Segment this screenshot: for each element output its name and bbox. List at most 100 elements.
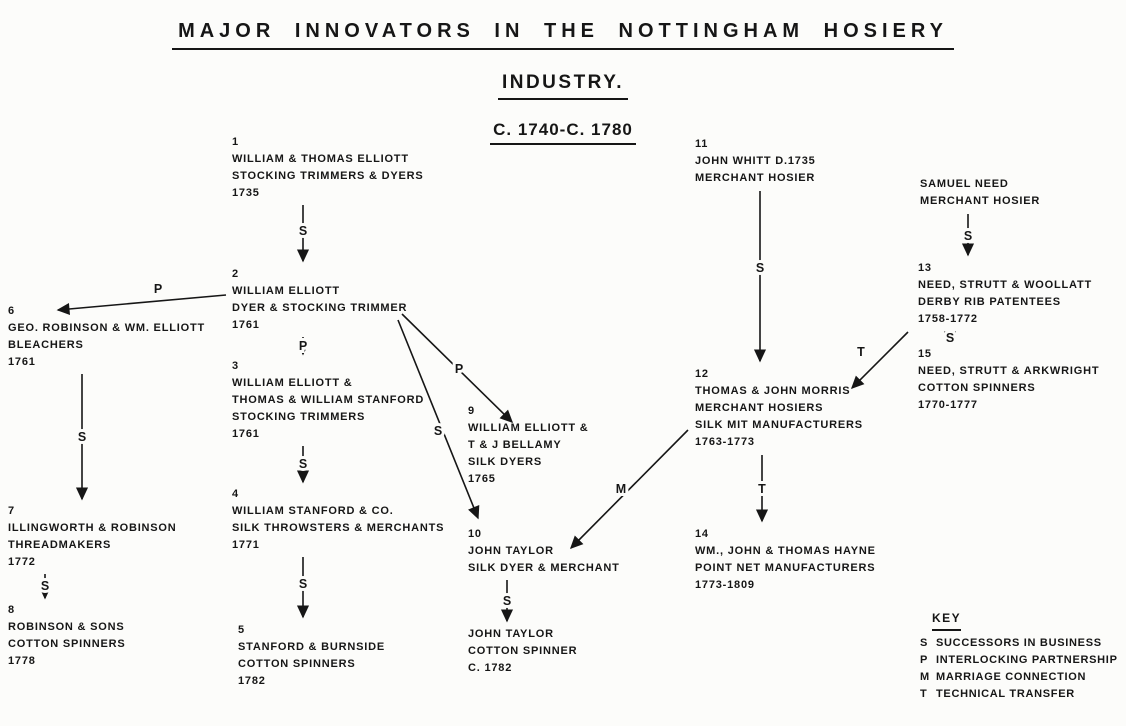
- node-line: ILLINGWORTH & ROBINSON: [8, 522, 177, 534]
- node-line: 1771: [232, 539, 260, 551]
- edge-2-10-label: S: [434, 424, 442, 438]
- node-line: DERBY RIB PATENTEES: [918, 296, 1061, 308]
- node-11: 11 JOHN WHITT D.1735 MERCHANT HOSIER: [695, 136, 816, 187]
- node-line: MERCHANT HOSIER: [695, 172, 816, 184]
- node-line: 1761: [8, 356, 36, 368]
- key-text: TECHNICAL TRANSFER: [936, 688, 1075, 700]
- node-2: 2 WILLIAM ELLIOTT DYER & STOCKING TRIMME…: [232, 266, 407, 334]
- node-number: 4: [232, 488, 239, 500]
- edge-11-12-label: S: [756, 261, 764, 275]
- node-line: DYER & STOCKING TRIMMER: [232, 302, 408, 314]
- edge-2-9-label: P: [455, 362, 463, 376]
- page-subtitle: INDUSTRY.: [0, 72, 1126, 100]
- page-date-range-text: C. 1740-C. 1780: [490, 120, 636, 145]
- node-3: 3 WILLIAM ELLIOTT & THOMAS & WILLIAM STA…: [232, 358, 424, 443]
- node-number: 6: [8, 305, 15, 317]
- edge-2-6-label: P: [154, 282, 162, 296]
- node-line: SAMUEL NEED: [920, 178, 1009, 190]
- key-text: INTERLOCKING PARTNERSHIP: [936, 654, 1118, 666]
- node-line: NEED, STRUTT & WOOLLATT: [918, 279, 1093, 291]
- key-heading-text: KEY: [932, 610, 962, 631]
- node-line: WILLIAM & THOMAS ELLIOTT: [232, 153, 409, 165]
- node-line: MERCHANT HOSIER: [920, 195, 1041, 207]
- key-entry-technical: T TECHNICAL TRANSFER: [920, 686, 1118, 703]
- node-15: 15 NEED, STRUTT & ARKWRIGHT COTTON SPINN…: [918, 346, 1099, 414]
- node-line: SILK THROWSTERS & MERCHANTS: [232, 522, 445, 534]
- edge-2-10: [397, 319, 480, 520]
- node-line: C. 1782: [468, 662, 513, 674]
- node-line: COTTON SPINNERS: [8, 638, 126, 650]
- node-line: SILK MIT MANUFACTURERS: [695, 419, 863, 431]
- node-number: 8: [8, 604, 15, 616]
- node-line: POINT NET MANUFACTURERS: [695, 562, 876, 574]
- node-9: 9 WILLIAM ELLIOTT & T & J BELLAMY SILK D…: [468, 403, 589, 488]
- key-symbol: S: [920, 637, 929, 649]
- page-date-range: C. 1740-C. 1780: [0, 120, 1126, 145]
- node-line: WILLIAM ELLIOTT &: [232, 377, 353, 389]
- node-line: JOHN TAYLOR: [468, 628, 554, 640]
- page-title-text: MAJOR INNOVATORS IN THE NOTTINGHAM HOSIE…: [172, 20, 954, 50]
- node-line: T & J BELLAMY: [468, 439, 562, 451]
- key-symbol: P: [920, 654, 929, 666]
- key-symbol: M: [920, 671, 930, 683]
- node-line: WILLIAM ELLIOTT: [232, 285, 340, 297]
- node-10-successor: JOHN TAYLOR COTTON SPINNER C. 1782: [468, 626, 577, 677]
- edge-10-10b-label: S: [503, 594, 511, 608]
- node-line: SILK DYER & MERCHANT: [468, 562, 620, 574]
- node-number: 3: [232, 360, 239, 372]
- node-line: BLEACHERS: [8, 339, 84, 351]
- edge-12-14-label: T: [758, 482, 766, 496]
- node-line: 1770-1777: [918, 399, 978, 411]
- page-subtitle-text: INDUSTRY.: [497, 72, 629, 100]
- edge-3-4-label: S: [299, 457, 307, 471]
- edge-1-2-label: S: [299, 224, 307, 238]
- node-line: 1773-1809: [695, 579, 755, 591]
- node-number: 1: [232, 136, 239, 148]
- key-entry-partnership: P INTERLOCKING PARTNERSHIP: [920, 652, 1118, 669]
- node-number: 10: [468, 528, 482, 540]
- node-line: COTTON SPINNERS: [238, 658, 356, 670]
- node-13: 13 NEED, STRUTT & WOOLLATT DERBY RIB PAT…: [918, 260, 1092, 328]
- node-6: 6 GEO. ROBINSON & WM. ELLIOTT BLEACHERS …: [8, 303, 205, 371]
- node-line: NEED, STRUTT & ARKWRIGHT: [918, 365, 1100, 377]
- node-number: 11: [695, 138, 709, 150]
- node-line: 1761: [232, 428, 260, 440]
- node-8: 8 ROBINSON & SONS COTTON SPINNERS 1778: [8, 602, 126, 670]
- key-symbol: T: [920, 688, 928, 700]
- node-line: 1763-1773: [695, 436, 755, 448]
- node-line: GEO. ROBINSON & WM. ELLIOTT: [8, 322, 205, 334]
- key-entry-successors: S SUCCESSORS IN BUSINESS: [920, 635, 1118, 652]
- edge-2-9: [401, 313, 514, 424]
- node-number: 7: [8, 505, 15, 517]
- node-line: THREADMAKERS: [8, 539, 112, 551]
- node-line: WILLIAM STANFORD & CO.: [232, 505, 394, 517]
- edge-2-3-label: P: [299, 339, 307, 353]
- edge-6-7-label: S: [78, 430, 86, 444]
- node-10: 10 JOHN TAYLOR SILK DYER & MERCHANT: [468, 526, 620, 577]
- node-line: 1782: [238, 675, 266, 687]
- key-entry-marriage: M MARRIAGE CONNECTION: [920, 669, 1118, 686]
- node-line: 1735: [232, 187, 260, 199]
- node-line: 1758-1772: [918, 313, 978, 325]
- node-number: 15: [918, 348, 932, 360]
- node-line: 1778: [8, 655, 36, 667]
- node-line: SILK DYERS: [468, 456, 543, 468]
- node-line: WILLIAM ELLIOTT &: [468, 422, 589, 434]
- key-text: SUCCESSORS IN BUSINESS: [936, 637, 1102, 649]
- node-line: ROBINSON & SONS: [8, 621, 125, 633]
- node-12: 12 THOMAS & JOHN MORRIS MERCHANT HOSIERS…: [695, 366, 863, 451]
- node-line: WM., JOHN & THOMAS HAYNE: [695, 545, 876, 557]
- node-number: 13: [918, 262, 932, 274]
- node-7: 7 ILLINGWORTH & ROBINSON THREADMAKERS 17…: [8, 503, 177, 571]
- edge-13-15-label: S: [946, 331, 954, 345]
- node-line: JOHN WHITT D.1735: [695, 155, 816, 167]
- edge-13-12: [850, 331, 909, 390]
- edge-samuel-13-label: S: [964, 229, 972, 243]
- node-4: 4 WILLIAM STANFORD & CO. SILK THROWSTERS…: [232, 486, 444, 554]
- node-line: STOCKING TRIMMERS & DYERS: [232, 170, 424, 182]
- node-line: STANFORD & BURNSIDE: [238, 641, 385, 653]
- key-text: MARRIAGE CONNECTION: [936, 671, 1087, 683]
- node-1: 1 WILLIAM & THOMAS ELLIOTT STOCKING TRIM…: [232, 134, 424, 202]
- edge-7-8-label: S: [41, 579, 49, 593]
